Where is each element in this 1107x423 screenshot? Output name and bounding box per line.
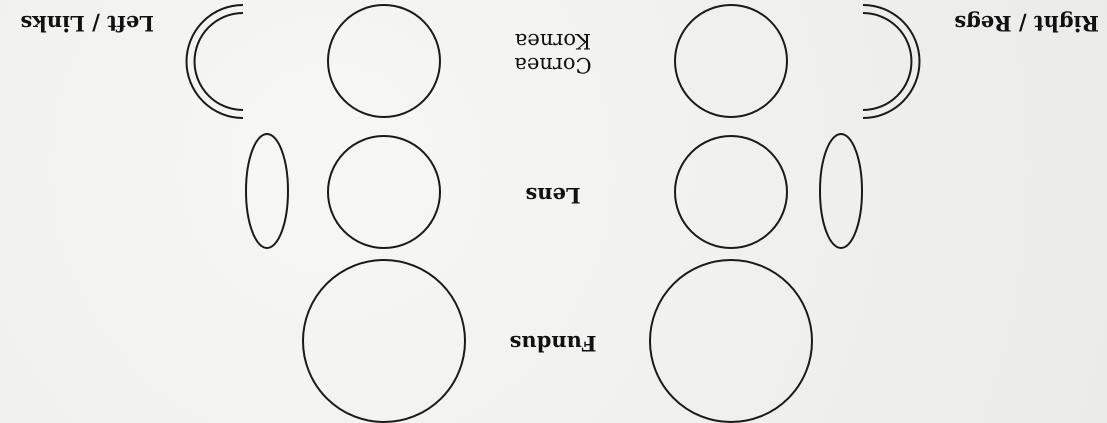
right-eye-label: Right / Regs — [954, 11, 1099, 35]
cornea-label-de: Kornea — [498, 29, 608, 53]
right-cornea-circle — [675, 5, 787, 117]
right-lens-profile — [820, 134, 862, 248]
left-cornea-circle — [328, 5, 440, 117]
fundus-row-label: Fundus — [498, 331, 608, 355]
left-fundus-circle — [303, 260, 465, 422]
cornea-label-en: Cornea — [498, 53, 608, 77]
left-cornea-arc-inner — [195, 13, 243, 110]
right-lens-circle — [675, 136, 787, 248]
right-fundus-circle — [650, 260, 812, 422]
right-cornea-arc-inner — [863, 13, 911, 110]
left-lens-profile — [246, 134, 288, 248]
cornea-row-label: Cornea Kornea — [498, 29, 608, 77]
lens-row-label: Lens — [498, 183, 608, 207]
left-lens-circle — [328, 136, 440, 248]
left-eye-label: Left / Links — [20, 11, 154, 35]
